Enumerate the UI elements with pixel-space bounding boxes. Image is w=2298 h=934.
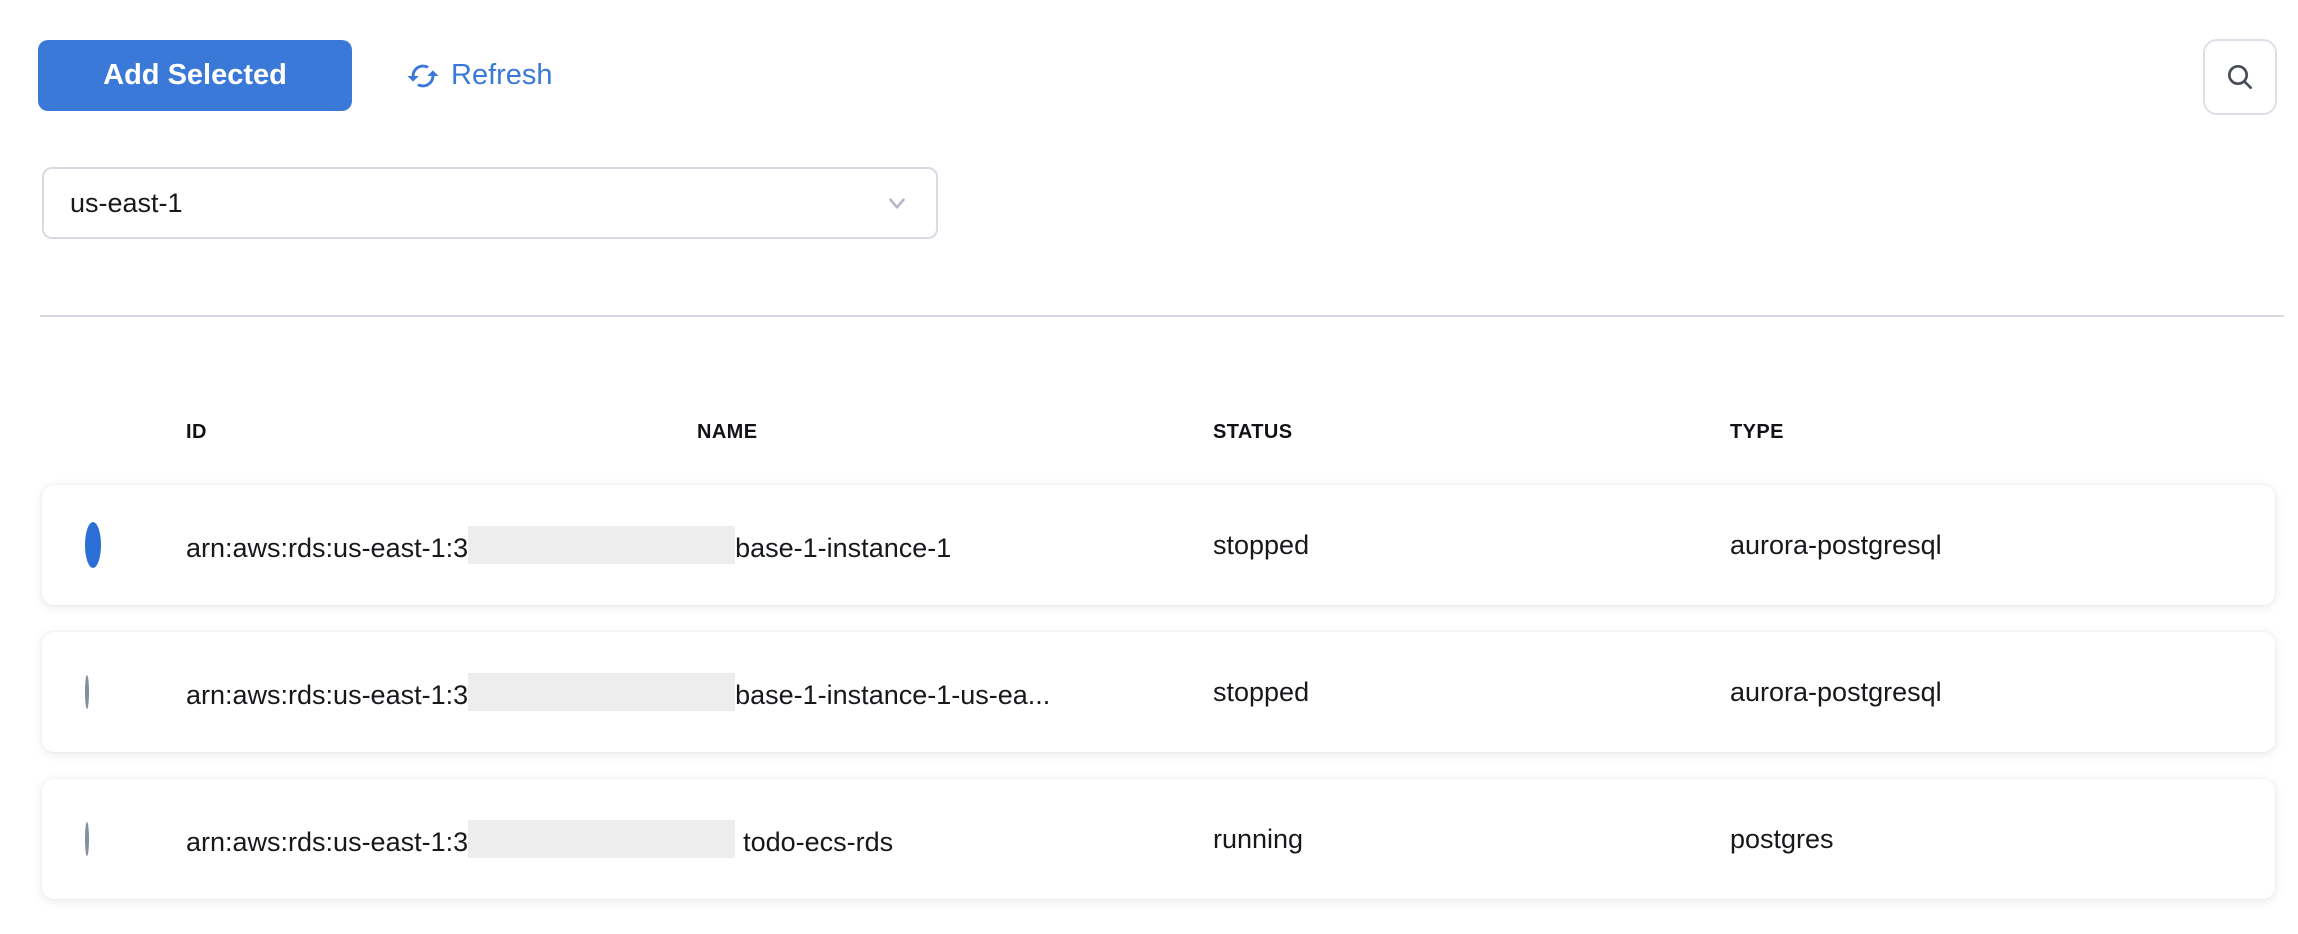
row-status: running bbox=[1213, 823, 1304, 854]
redacted-peek-fragments: .... ... .. .. bbox=[474, 835, 664, 858]
row-name-visible: base-1-instance-1 bbox=[735, 533, 952, 563]
row-status: stopped bbox=[1213, 676, 1310, 707]
row-id-prefix: arn:aws:rds:us-east-1:3 bbox=[186, 533, 469, 563]
redaction-overlay: .... ... .. .... bbox=[468, 526, 736, 564]
refresh-label: Refresh bbox=[451, 59, 553, 91]
row-name-visible: base-1-instance-1-us-ea... bbox=[735, 680, 1051, 710]
row-radio-selected[interactable] bbox=[85, 521, 101, 568]
refresh-button[interactable]: Refresh bbox=[400, 40, 559, 111]
chevron-down-icon bbox=[884, 190, 910, 216]
row-type: aurora-postgresql bbox=[1730, 529, 1942, 560]
redacted-peek-fragments: .... ... .. .... bbox=[474, 541, 691, 564]
column-header-id: ID bbox=[186, 420, 207, 443]
row-id-name-cell: arn:aws:rds:us-east-1:3.... ... .. .. tod… bbox=[186, 820, 1213, 858]
table-row[interactable]: arn:aws:rds:us-east-1:3.... ... .. .... b… bbox=[42, 485, 2275, 605]
row-status: stopped bbox=[1213, 529, 1310, 560]
row-id-name-cell: arn:aws:rds:us-east-1:3.... ... .. .... b… bbox=[186, 526, 1213, 564]
row-radio[interactable] bbox=[85, 821, 89, 856]
row-id-prefix: arn:aws:rds:us-east-1:3 bbox=[186, 680, 469, 710]
redaction-overlay: .... ... .. .. bbox=[468, 820, 736, 858]
row-id-name-cell: arn:aws:rds:us-east-1:3.... ... .. .... b… bbox=[186, 673, 1213, 711]
row-type: postgres bbox=[1730, 823, 1834, 854]
refresh-icon bbox=[406, 59, 440, 93]
row-radio[interactable] bbox=[85, 674, 89, 709]
table-row[interactable]: arn:aws:rds:us-east-1:3.... ... .. .. tod… bbox=[42, 779, 2275, 899]
search-button[interactable] bbox=[2203, 39, 2277, 115]
row-id-prefix: arn:aws:rds:us-east-1:3 bbox=[186, 827, 469, 857]
row-type: aurora-postgresql bbox=[1730, 676, 1942, 707]
add-selected-button[interactable]: Add Selected bbox=[38, 40, 352, 111]
column-header-name: NAME bbox=[697, 420, 758, 443]
column-header-type: TYPE bbox=[1730, 420, 1784, 443]
row-name-visible: todo-ecs-rds bbox=[743, 827, 894, 857]
region-select[interactable]: us-east-1 bbox=[42, 167, 938, 239]
table-header: ID NAME STATUS TYPE bbox=[42, 410, 2275, 454]
redacted-peek-fragments: .... ... .. .... bbox=[474, 688, 691, 711]
redaction-overlay: .... ... .. .... bbox=[468, 673, 736, 711]
section-divider bbox=[40, 315, 2284, 317]
table-row[interactable]: arn:aws:rds:us-east-1:3.... ... .. .... b… bbox=[42, 632, 2275, 752]
search-icon bbox=[2224, 61, 2256, 93]
column-header-status: STATUS bbox=[1213, 420, 1293, 443]
region-select-value: us-east-1 bbox=[70, 187, 183, 218]
